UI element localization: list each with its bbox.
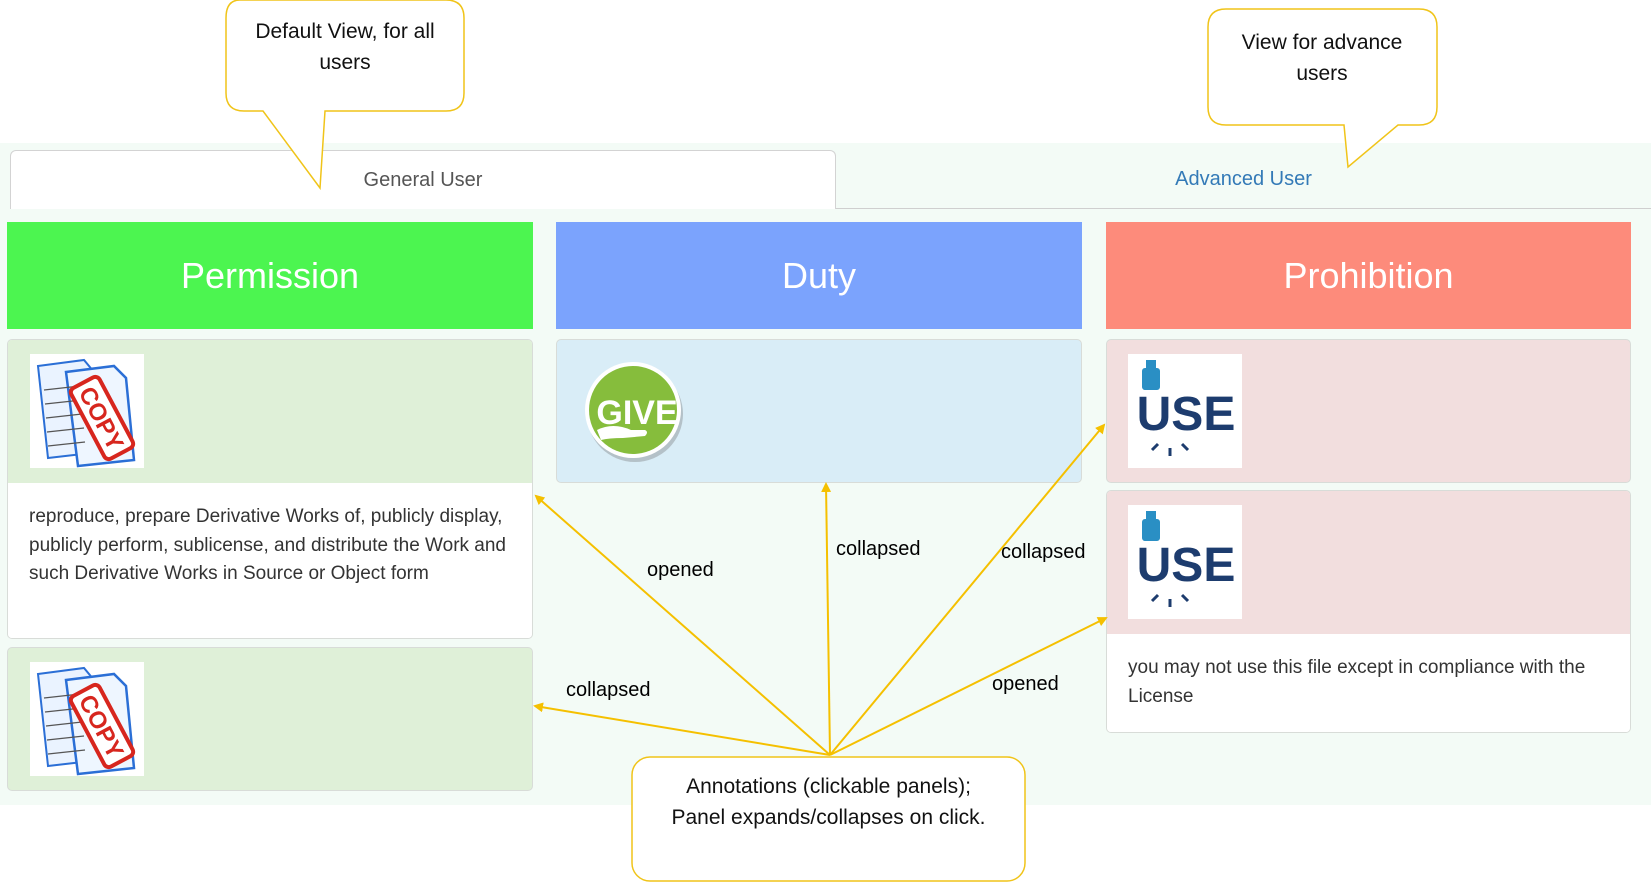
label-collapsed-left: collapsed xyxy=(566,679,651,701)
label-opened-right: opened xyxy=(992,673,1059,695)
callout-advanced-text: View for advance users xyxy=(1241,31,1403,85)
permission-panel-body: reproduce, prepare Derivative Works of, … xyxy=(8,483,532,638)
prohibition-header: Prohibition xyxy=(1106,222,1631,329)
prohibition-panel-open-heading[interactable]: USE xyxy=(1107,491,1630,634)
prohibition-panel-open[interactable]: USE you may not use this file except in … xyxy=(1106,490,1631,733)
user-mode-tabs: General User Advanced User xyxy=(0,150,1651,210)
prohibition-panel-collapsed[interactable]: USE xyxy=(1106,339,1631,483)
copy-icon: COPY xyxy=(30,354,144,468)
use-icon: USE xyxy=(1128,354,1242,468)
use-icon: USE xyxy=(1128,505,1242,619)
use-icon-text: USE xyxy=(1137,388,1236,441)
permission-panel-open-heading[interactable]: COPY xyxy=(8,340,532,483)
copy-icon: COPY xyxy=(30,662,144,776)
tab-baseline xyxy=(836,208,1651,209)
give-icon-text: GIVE xyxy=(596,394,677,432)
use-icon-text: USE xyxy=(1137,539,1236,592)
tab-advanced-user[interactable]: Advanced User xyxy=(1175,168,1312,190)
permission-header: Permission xyxy=(7,222,533,329)
duty-panel-collapsed[interactable]: GIVE xyxy=(556,339,1082,483)
callout-default-text: Default View, for all users xyxy=(255,20,435,74)
callout-bottom-line2: Panel expands/collapses on click. xyxy=(671,806,986,829)
permission-title: Permission xyxy=(180,254,360,296)
permission-panel-collapsed[interactable]: COPY xyxy=(7,647,533,791)
permission-panel-open[interactable]: COPY reproduce, prepare Derivative Works… xyxy=(7,339,533,639)
duty-title: Duty xyxy=(781,254,857,296)
tab-general-user[interactable]: General User xyxy=(10,150,836,209)
callout-bottom-text: Annotations (clickable panels); Panel ex… xyxy=(632,771,1025,833)
prohibition-title: Prohibition xyxy=(1283,254,1454,296)
duty-header: Duty xyxy=(556,222,1082,329)
callout-bottom-line1: Annotations (clickable panels); xyxy=(686,775,971,798)
label-collapsed-duty: collapsed xyxy=(836,538,921,560)
label-opened-left: opened xyxy=(647,559,714,581)
label-collapsed-right: collapsed xyxy=(1001,541,1086,563)
give-icon: GIVE xyxy=(583,360,687,464)
prohibition-panel-body: you may not use this file except in comp… xyxy=(1107,634,1630,732)
